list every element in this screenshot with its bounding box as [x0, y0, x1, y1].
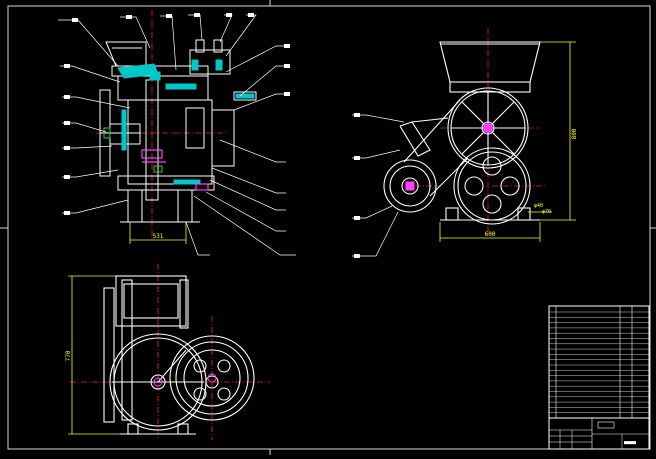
small-dimension-2: φ70 [542, 209, 551, 215]
parts-list-table [548, 305, 650, 419]
side-width-dimension: 600 [485, 231, 496, 238]
side-height-dimension: 800 [571, 128, 578, 139]
small-dimension-1: φ40 [534, 203, 543, 209]
top-height-dimension: 770 [65, 350, 72, 361]
front-section-view: 531 [58, 10, 296, 256]
top-view: 770 [65, 264, 270, 440]
side-view: 800 600 φ40 φ70 [352, 28, 578, 258]
title-block: ■■■■ [548, 417, 650, 450]
front-width-dimension: 531 [153, 233, 164, 240]
title-block-drawing-number: ■■■■ [624, 440, 636, 446]
